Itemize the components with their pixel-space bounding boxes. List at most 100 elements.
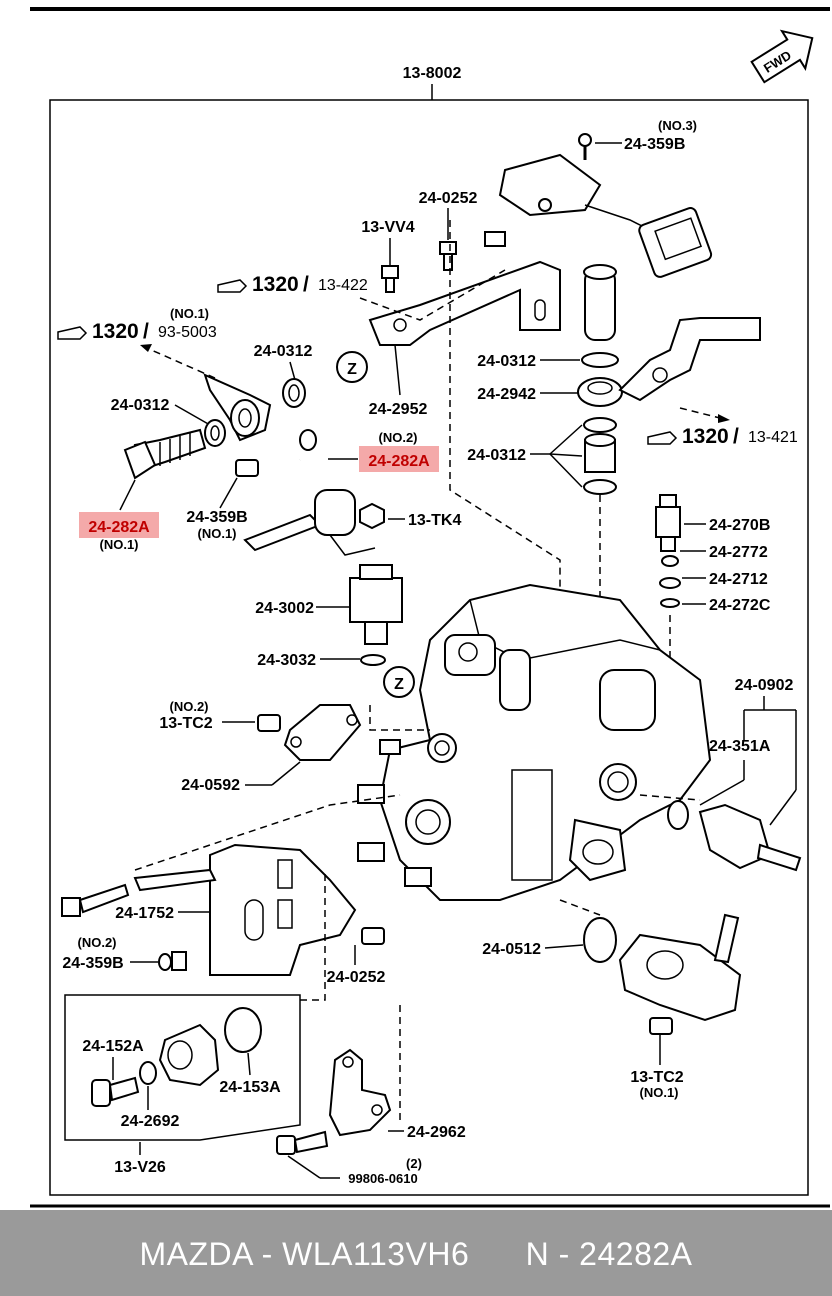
note-qty-2: (2) [406, 1156, 422, 1171]
label-13-V26: 13-V26 [114, 1159, 166, 1176]
z-marker-mid: Z [383, 666, 415, 698]
sensor-connector-part [498, 133, 713, 278]
label-24-0902: 24-0902 [735, 677, 794, 694]
o-ring-part [224, 1007, 262, 1053]
o-ring-part [667, 800, 689, 830]
reference-hand-icon [647, 431, 678, 445]
label-99806-0610: 99806-0610 [348, 1171, 417, 1186]
label-24-0312-b: 24-0312 [111, 397, 170, 414]
fwd-arrow-icon: FWD [750, 29, 814, 84]
bracket-2962-part [328, 1048, 392, 1137]
label-24-0252-bot: 24-0252 [327, 969, 386, 986]
svg-text:Z: Z [347, 361, 357, 378]
note-no2-a: (NO.2) [379, 430, 418, 445]
label-24-282A-no1: 24-282A [88, 519, 150, 536]
label-24-3032: 24-3032 [257, 652, 316, 669]
label-24-2772: 24-2772 [709, 544, 768, 561]
label-13-TC2-no1: 13-TC2 [630, 1069, 683, 1086]
nut-part [359, 502, 385, 530]
note-no2-b: (NO.2) [170, 699, 209, 714]
solenoid-part [243, 513, 322, 552]
washer-part [158, 953, 172, 971]
washer-part [583, 479, 617, 495]
washer-part [139, 1061, 157, 1085]
injection-pump-body [357, 583, 712, 901]
washer-part [581, 352, 619, 368]
bolt-part [61, 897, 81, 917]
o-ring-part [360, 654, 386, 666]
label-24-152A: 24-152A [82, 1038, 144, 1055]
fitting-part [357, 784, 385, 804]
ref-1320-a: 1320 [252, 273, 299, 296]
note-no2-c: (NO.2) [78, 935, 117, 950]
svg-text:/: / [733, 425, 739, 448]
valve-part [659, 494, 677, 508]
svg-text:/: / [143, 320, 149, 343]
label-13-TC2-no2: 13-TC2 [159, 715, 212, 732]
label-13-8002: 13-8002 [403, 65, 462, 82]
note-no3: (NO.3) [658, 118, 697, 133]
bolt-part [276, 1135, 296, 1155]
bolt-part [439, 241, 457, 255]
ref-93-5003: 93-5003 [158, 324, 217, 341]
label-24-0252-top: 24-0252 [419, 190, 478, 207]
label-24-0312-a: 24-0312 [254, 343, 313, 360]
o-ring-part [583, 917, 617, 963]
washer-part [583, 417, 617, 433]
hollow-bolt-part [584, 269, 616, 341]
label-24-153A: 24-153A [219, 1079, 281, 1096]
note-no1-c: (NO.1) [640, 1085, 679, 1100]
fuel-pipe-part [618, 317, 761, 402]
spring-part [661, 555, 679, 567]
label-24-2692: 24-2692 [121, 1113, 180, 1130]
bolt-part [649, 1017, 673, 1035]
label-24-2952: 24-2952 [369, 401, 428, 418]
label-24-272C: 24-272C [709, 597, 771, 614]
bolt-part [235, 459, 259, 477]
fitting-part [404, 867, 432, 887]
support-bracket-part [209, 843, 357, 976]
footer-caption: MAZDA - WLA113VH6 N - 24282A [139, 1236, 693, 1272]
note-no1-ref: (NO.1) [170, 306, 209, 321]
parts-diagram: 13-8002 FWD (NO.3) 24-359B 24-0252 13-VV… [30, 7, 830, 1208]
highlight-24-282A-no1 [79, 512, 159, 538]
label-24-270B: 24-270B [709, 517, 770, 534]
bolt-part [257, 714, 281, 732]
highlight-24-282A-no2 [359, 446, 439, 472]
footer-bar: MAZDA - WLA113VH6 N - 24282A [0, 1210, 832, 1296]
label-24-0312-d: 24-0312 [467, 447, 526, 464]
assembly-frame [49, 99, 809, 1196]
ref-13-422: 13-422 [318, 277, 368, 294]
note-no1-b: (NO.1) [198, 526, 237, 541]
label-13-VV4: 13-VV4 [361, 219, 414, 236]
label-24-359B-no2: 24-359B [62, 955, 123, 972]
ref-1320-b: 1320 [92, 320, 139, 343]
washer-part [204, 419, 226, 447]
svg-text:Z: Z [394, 676, 404, 693]
bracket-part [368, 260, 561, 346]
note-no1-a: (NO.1) [100, 537, 139, 552]
label-24-2962: 24-2962 [407, 1124, 466, 1141]
group-box-13-V26 [64, 994, 301, 1141]
o-ring-part [660, 598, 680, 608]
bolt-part [381, 265, 399, 279]
cover-plate-part [283, 704, 362, 761]
label-24-3002: 24-3002 [255, 600, 314, 617]
label-24-1752: 24-1752 [115, 905, 174, 922]
sensor-part [349, 577, 403, 623]
bolt-part [361, 927, 385, 945]
label-24-359B-no3: 24-359B [624, 136, 685, 153]
reference-hand-icon [57, 326, 88, 340]
reference-hand-icon [217, 279, 248, 293]
washer-part [282, 378, 306, 408]
screw-part [91, 1079, 111, 1107]
label-24-351A: 24-351A [709, 738, 771, 755]
ref-1320-c: 1320 [682, 425, 729, 448]
label-24-0512: 24-0512 [482, 941, 541, 958]
plug-part [158, 1023, 220, 1087]
bolt-part [484, 231, 506, 247]
svg-text:/: / [303, 273, 309, 296]
label-24-0592: 24-0592 [181, 777, 240, 794]
label-24-359B-no1: 24-359B [186, 509, 247, 526]
label-24-2942: 24-2942 [477, 386, 536, 403]
